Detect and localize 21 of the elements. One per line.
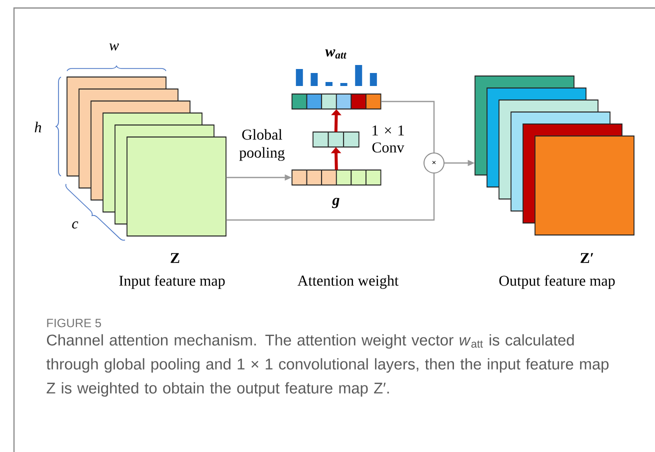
- figure-caption: Channel attention mechanism. The attention weight vector w$_{att}$ is calculated through global pooling and 1 × 1 convolutional layers, then the input feature map Z is weighted to obtain the output feature map Z′.: [46, 334, 609, 397]
- figure-number: FIGURE 5: [47, 318, 102, 328]
- connector-line: [381, 100, 435, 152]
- stack-caption: Input feature map: [119, 275, 225, 289]
- connector-line: [226, 174, 435, 221]
- feature-map-stack: [66, 76, 226, 236]
- math-symbol: w$_{att}$: [325, 49, 347, 59]
- feature-vector: [292, 170, 382, 186]
- feature-vector: [292, 94, 382, 110]
- dimension-label: w: [109, 43, 119, 50]
- math-symbol: Z′: [580, 253, 594, 263]
- edge-label: Global pooling: [233, 128, 291, 162]
- feature-map-stack: [474, 76, 634, 236]
- dimension-label: c: [72, 221, 78, 229]
- math-symbol: g: [332, 198, 340, 208]
- panel-caption: Attention weight: [298, 275, 399, 289]
- feature-vector: [312, 132, 360, 148]
- layer-label: 1 × 1 Conv: [372, 125, 404, 153]
- dimension-label: h: [34, 122, 42, 132]
- math-symbol: Z: [170, 253, 180, 263]
- stack-caption: Output feature map: [499, 275, 615, 289]
